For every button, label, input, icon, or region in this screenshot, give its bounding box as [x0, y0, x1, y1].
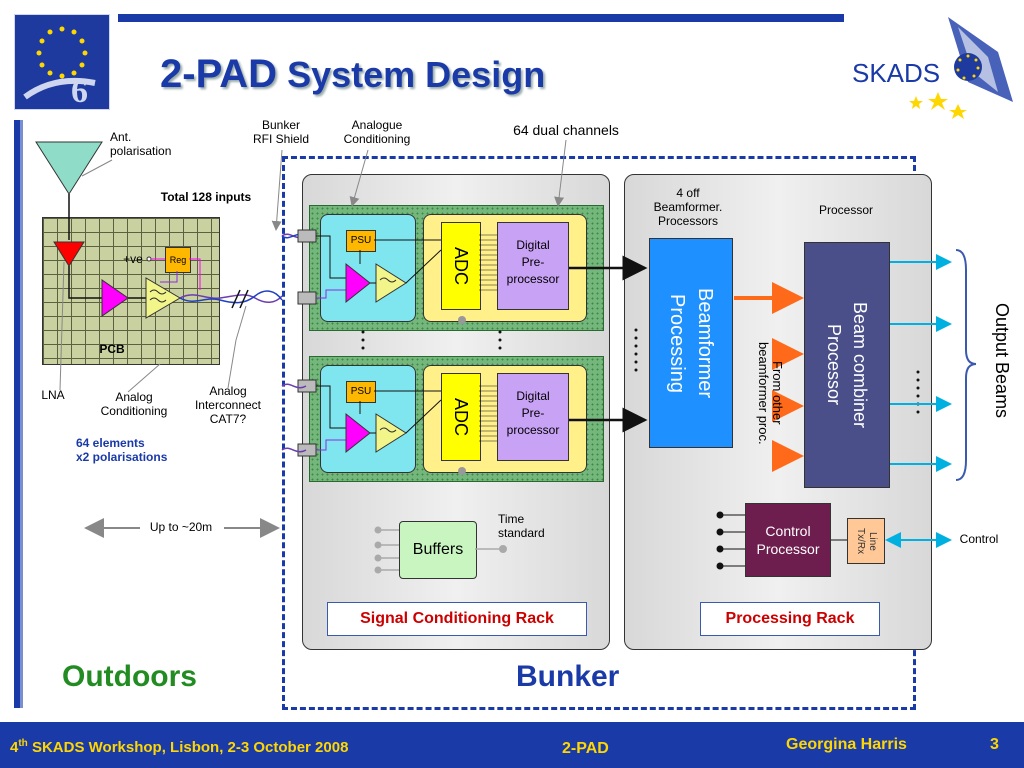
psu-box-2: PSU: [346, 381, 376, 403]
eu-logo: 6: [14, 14, 110, 110]
beam-combiner-box: Beam combiner Processor: [804, 242, 890, 488]
bunker-label: Bunker: [516, 660, 620, 693]
from-other-label: From other beamformer proc.: [756, 341, 785, 445]
reg-box: Reg: [165, 247, 191, 273]
footer-page: 3: [990, 736, 999, 753]
output-beams-label: Output Beams: [992, 303, 1012, 419]
line-txrx-box: Line Tx/Rx: [847, 518, 885, 564]
four-off-label: 4 off Beamformer. Processors: [653, 186, 723, 228]
footer-author: Georgina Harris: [786, 736, 907, 753]
buffers-box: Buffers: [399, 521, 477, 579]
control-label: Control: [959, 532, 999, 546]
analogue-conditioning-label: Analogue Conditioning: [343, 118, 411, 146]
pcb-label: PCB: [99, 342, 125, 356]
analog-conditioning-label: Analog Conditioning: [100, 390, 168, 418]
elements-label: 64 elements x2 polarisations: [76, 436, 168, 464]
antenna-icon: [35, 141, 103, 195]
eu-stars-icon: [23, 26, 96, 100]
psu-box-1: PSU: [346, 230, 376, 252]
skads-logo: SKADS: [848, 12, 1018, 122]
page-title: 2-PAD System Design: [160, 52, 546, 96]
outdoors-label: Outdoors: [62, 660, 197, 693]
time-standard-label: Time standard: [498, 512, 545, 540]
footer: 4th SKADS Workshop, Lisbon, 2-3 October …: [0, 722, 1024, 768]
digital-preprocessor-1: Digital Pre- processor: [497, 222, 569, 310]
digital-preprocessor-2: Digital Pre- processor: [497, 373, 569, 461]
skads-text: SKADS: [852, 58, 941, 88]
signal-rack-label: Signal Conditioning Rack: [327, 602, 587, 636]
beamformer-box: Beamformer Processing: [649, 238, 733, 448]
analog-interconnect-label: Analog Interconnect CAT7?: [194, 384, 262, 426]
left-rule: [14, 120, 23, 708]
processor-label: Processor: [818, 203, 874, 217]
adc-box-1: ADC: [441, 222, 481, 310]
top-rule: [118, 14, 844, 22]
ant-polarisation-label: Ant. polarisation: [110, 130, 172, 158]
footer-center: 2-PAD: [562, 740, 609, 757]
eu-number: 6: [71, 73, 88, 110]
plus-ve-label: +ve: [123, 252, 143, 266]
control-processor-box: Control Processor: [745, 503, 831, 577]
processing-rack-label: Processing Rack: [700, 602, 880, 636]
bunker-rfi-label: Bunker RFI Shield: [252, 118, 310, 146]
lna-label: LNA: [41, 388, 65, 402]
up-to-label: Up to ~20m: [149, 520, 213, 534]
footer-workshop: 4th SKADS Workshop, Lisbon, 2-3 October …: [10, 738, 349, 756]
dual-channels-label: 64 dual channels: [513, 122, 619, 138]
total-inputs-label: Total 128 inputs: [160, 190, 252, 204]
adc-box-2: ADC: [441, 373, 481, 461]
skads-logo-icon: [909, 17, 1013, 119]
